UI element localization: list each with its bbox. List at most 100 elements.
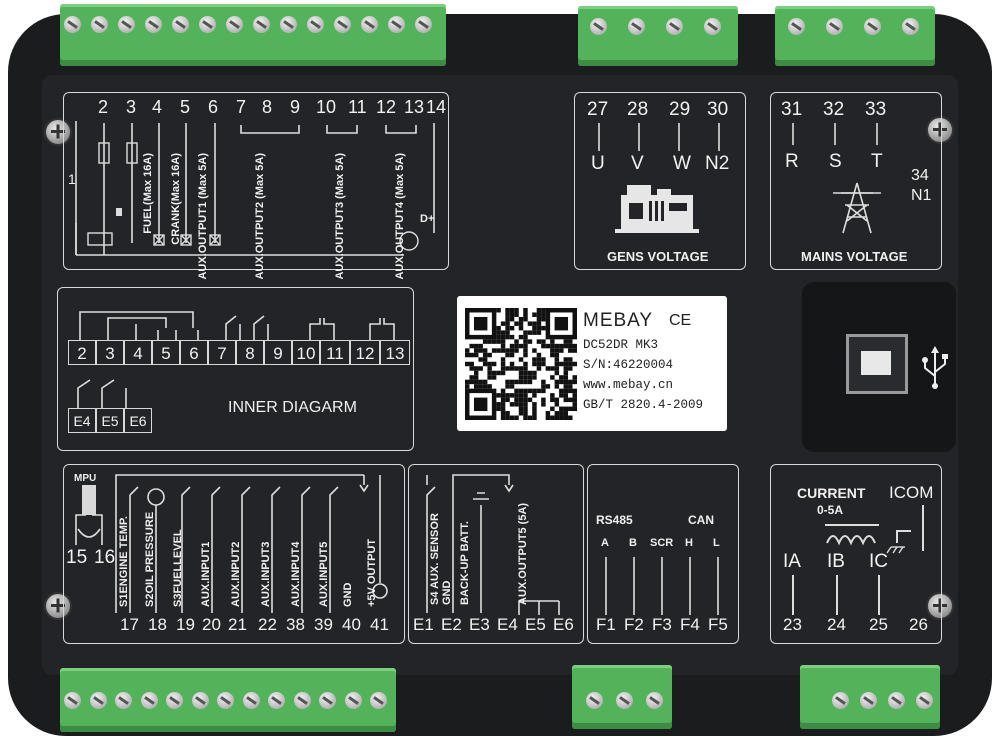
terminal-screw[interactable] xyxy=(199,16,216,33)
terminal-screw[interactable] xyxy=(344,692,362,709)
terminal-screw[interactable] xyxy=(64,16,81,33)
input-label-5: AUX.INPUT3 xyxy=(260,541,272,607)
terminal-screw[interactable] xyxy=(916,692,933,709)
output-terminal-number-0: 2 xyxy=(98,97,109,117)
terminal-screw[interactable] xyxy=(268,692,285,709)
terminal-screw[interactable] xyxy=(145,16,162,33)
terminal-screw[interactable] xyxy=(361,16,378,33)
terminal-screw[interactable] xyxy=(253,16,270,33)
inner-diagram-title: INNER DIAGARM xyxy=(228,399,357,416)
terminal-screw[interactable] xyxy=(590,18,607,35)
mains-terminal-number-1: 32 xyxy=(823,99,845,120)
relay-cell-11: 13 xyxy=(380,340,410,365)
inner-diagram-wiring xyxy=(77,311,395,408)
terminal-screw[interactable] xyxy=(646,692,663,709)
terminal-screw[interactable] xyxy=(628,18,645,35)
gens-voltage-title: GENS VOLTAGE xyxy=(607,249,709,264)
power-tower-icon xyxy=(792,123,881,234)
output-terminal-number-5: 7 xyxy=(236,97,247,117)
gens-phase-3: N2 xyxy=(705,153,730,174)
terminal-screw[interactable] xyxy=(832,692,849,709)
icom-label: ICOM xyxy=(889,483,934,502)
usb-port-area xyxy=(802,282,956,452)
ce-mark: CE xyxy=(669,312,692,329)
terminal-screw[interactable] xyxy=(860,692,877,709)
terminal-screw[interactable] xyxy=(616,692,633,709)
terminal-screw[interactable] xyxy=(388,16,405,33)
terminal-screw[interactable] xyxy=(370,692,387,709)
terminal-screw[interactable] xyxy=(864,18,881,35)
relay-cell-8: 10 xyxy=(292,340,320,365)
terminal-screw[interactable] xyxy=(89,692,107,709)
terminal-screw[interactable] xyxy=(140,692,158,709)
terminal-screw[interactable] xyxy=(166,692,183,709)
terminal-block-mains[interactable] xyxy=(775,6,935,66)
terminal-screw[interactable] xyxy=(586,692,603,709)
mpu-sensor-icon xyxy=(77,485,101,538)
terminal-screw[interactable] xyxy=(64,692,81,709)
comm-terminal-number-1: F2 xyxy=(624,615,644,634)
terminal-screw[interactable] xyxy=(319,692,336,709)
input-terminal-number-3: 20 xyxy=(202,615,221,634)
terminal-screw[interactable] xyxy=(307,16,324,33)
usb-port[interactable] xyxy=(846,334,908,394)
aux-terminal-number-1: E2 xyxy=(441,615,462,634)
input-terminal-number-9: 41 xyxy=(370,615,389,634)
terminal-screw[interactable] xyxy=(172,16,189,33)
relay-cell-1: 3 xyxy=(96,340,124,365)
input-terminal-number-8: 40 xyxy=(342,615,361,634)
terminal-screw[interactable] xyxy=(217,692,234,709)
comm-terminal-number-3: F4 xyxy=(680,615,700,634)
comm-pin-3: H xyxy=(685,537,693,549)
terminal-screw[interactable] xyxy=(293,692,311,709)
aux-label-1: GND xyxy=(441,580,453,605)
mpu-label: MPU xyxy=(74,473,97,484)
terminal-screw[interactable] xyxy=(902,18,919,35)
terminal-screw[interactable] xyxy=(888,692,905,709)
input-terminal-number-4: 21 xyxy=(228,615,247,634)
terminal-screw[interactable] xyxy=(226,16,243,33)
relay-cell-2: 4 xyxy=(124,340,152,365)
generator-icon xyxy=(598,123,720,233)
terminal-screw[interactable] xyxy=(334,16,351,33)
current-terminal-number-2: 25 xyxy=(869,615,888,634)
terminal-screw[interactable] xyxy=(118,16,135,33)
output-terminal-number-4: 6 xyxy=(208,97,219,117)
terminal-screw[interactable] xyxy=(115,692,132,709)
gens-phase-2: W xyxy=(673,153,691,174)
output-terminal-number-3: 5 xyxy=(180,97,191,117)
terminal-screw[interactable] xyxy=(191,692,209,709)
gens-terminal-number-0: 27 xyxy=(587,99,609,120)
terminal-block-top-left[interactable] xyxy=(60,4,446,66)
can-label: CAN xyxy=(688,513,714,527)
current-phase-0: IA xyxy=(783,551,801,572)
relay-cell-6: 8 xyxy=(236,340,264,365)
qr-code xyxy=(465,308,577,420)
terminal-block-gens[interactable] xyxy=(578,6,738,66)
terminal-screw[interactable] xyxy=(666,18,683,35)
mounting-screw-top-right xyxy=(926,116,954,144)
e-cell-2: E6 xyxy=(124,408,152,433)
terminal-screw[interactable] xyxy=(704,18,721,35)
terminal-screw[interactable] xyxy=(242,692,260,709)
input-label-1: S2OIL PRESSURE xyxy=(144,511,156,607)
terminal-screw[interactable] xyxy=(826,18,843,35)
input-terminal-number-2: 19 xyxy=(176,615,195,634)
terminal-screw[interactable] xyxy=(91,16,108,33)
comm-terminal-number-4: F5 xyxy=(708,615,728,634)
fuel-label: FUEL(Max 16A) xyxy=(142,153,154,234)
neutral-number: 34 xyxy=(911,167,929,184)
mounting-screw-bottom-right xyxy=(926,592,954,620)
brand-name: MEBAY xyxy=(583,310,654,331)
current-phase-2: IC xyxy=(869,551,888,572)
relay-cell-5: 7 xyxy=(208,340,236,365)
aux-label-2: BACK-UP BATT. xyxy=(459,521,471,605)
comm-terminal-number-0: F1 xyxy=(596,615,616,634)
terminal-screw[interactable] xyxy=(280,16,297,33)
output-terminal-number-11: 13 xyxy=(404,97,425,117)
terminal-screw[interactable] xyxy=(788,18,805,35)
product-label: MEBAY CE DC52DR MK3 S/N:46220004 www.meb… xyxy=(457,296,727,431)
terminal-screw[interactable] xyxy=(415,16,432,33)
